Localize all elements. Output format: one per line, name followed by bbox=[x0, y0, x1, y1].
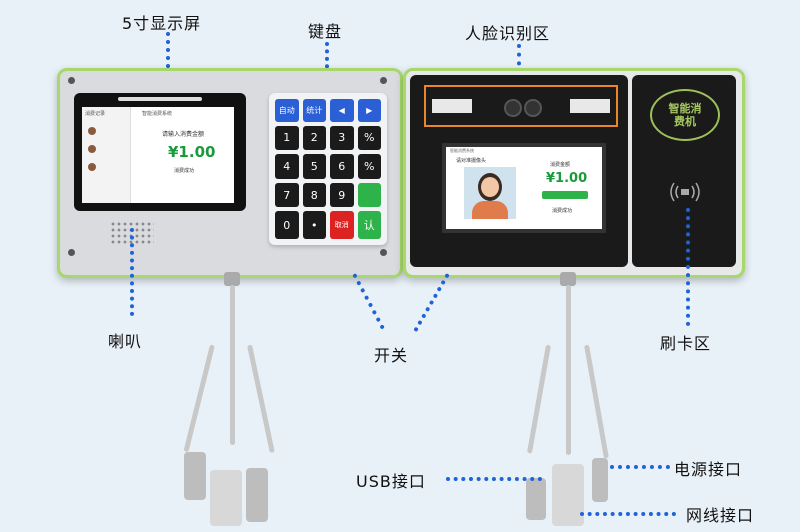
display-screen: 消费记录 智能消费系统 请输入消费金额 ¥1.00 消费成功 bbox=[74, 93, 246, 211]
key-percent[interactable]: % bbox=[357, 125, 381, 151]
card-area-label: 刷卡区 bbox=[660, 334, 712, 353]
screen-label: 5寸显示屏 bbox=[122, 14, 202, 33]
person-avatar-icon bbox=[464, 167, 516, 219]
key-stats[interactable]: 统计 bbox=[302, 99, 326, 122]
key-confirm-green[interactable] bbox=[357, 182, 381, 208]
key-2[interactable]: 2 bbox=[302, 125, 326, 151]
screw bbox=[68, 77, 75, 84]
key-7[interactable]: 7 bbox=[275, 182, 299, 208]
screw bbox=[380, 249, 387, 256]
key-percent-2[interactable]: % bbox=[357, 154, 381, 179]
network-plug bbox=[552, 464, 584, 526]
power-plug bbox=[184, 452, 206, 500]
cable bbox=[526, 344, 551, 454]
cable-hub bbox=[560, 272, 576, 286]
power-port-pointer bbox=[610, 465, 670, 469]
key-3[interactable]: 3 bbox=[330, 125, 354, 151]
key-9[interactable]: 9 bbox=[330, 182, 354, 208]
key-ok[interactable]: 认 bbox=[357, 211, 381, 239]
card-panel: 智能消费机 bbox=[632, 75, 736, 267]
record-list-title: 消费记录 bbox=[85, 111, 106, 117]
camera-lens-icon bbox=[504, 99, 522, 117]
amount-value: ¥1.00 bbox=[168, 143, 216, 161]
key-left[interactable]: ◀ bbox=[330, 99, 354, 122]
cable bbox=[230, 285, 235, 445]
cable-hub bbox=[224, 272, 240, 286]
screw bbox=[380, 77, 387, 84]
face-screen-prompt: 请对准摄像头 bbox=[456, 158, 487, 164]
key-8[interactable]: 8 bbox=[302, 182, 326, 208]
camera-window bbox=[432, 99, 472, 113]
right-device: 智能消费系统 请对准摄像头 消费金额 ¥1.00 消费成功 智能消费机 bbox=[403, 68, 745, 278]
face-area-pointer bbox=[517, 44, 521, 74]
usb-port-pointer bbox=[446, 477, 542, 481]
keypad: 自动 统计 ◀ ▶ 1 2 3 % 4 5 6 % 7 8 9 0 • 取消 认 bbox=[269, 93, 387, 245]
key-4[interactable]: 4 bbox=[275, 154, 299, 179]
switch-pointer-right bbox=[413, 273, 450, 333]
network-plug bbox=[210, 470, 242, 526]
card-area-pointer bbox=[686, 208, 690, 326]
face-recognition-box bbox=[424, 85, 618, 127]
key-6[interactable]: 6 bbox=[330, 154, 354, 179]
cable bbox=[183, 344, 215, 453]
face-screen: 智能消费系统 请对准摄像头 消费金额 ¥1.00 消费成功 bbox=[442, 143, 606, 233]
power-port-label: 电源接口 bbox=[674, 460, 743, 479]
switch-pointer-left bbox=[352, 273, 385, 330]
display-content: 消费记录 智能消费系统 请输入消费金额 ¥1.00 消费成功 bbox=[82, 107, 234, 203]
key-right[interactable]: ▶ bbox=[357, 99, 381, 122]
face-amount-value: ¥1.00 bbox=[546, 171, 588, 186]
power-plug bbox=[592, 458, 608, 502]
speaker-pointer bbox=[130, 228, 134, 316]
amount-label: 消费金额 bbox=[550, 162, 571, 168]
left-device: 消费记录 智能消费系统 请输入消费金额 ¥1.00 消费成功 自动 统计 ◀ ▶… bbox=[57, 68, 403, 278]
face-screen-header: 智能消费系统 bbox=[450, 148, 474, 153]
usb-plug bbox=[526, 478, 546, 520]
face-status: 消费成功 bbox=[552, 208, 573, 214]
amount-prompt: 请输入消费金额 bbox=[162, 131, 205, 138]
pay-bar bbox=[542, 191, 588, 199]
usb-plug bbox=[246, 468, 268, 522]
key-5[interactable]: 5 bbox=[302, 154, 326, 179]
speaker-label: 喇叭 bbox=[108, 332, 143, 351]
camera-lens-icon bbox=[524, 99, 542, 117]
network-port-label: 网线接口 bbox=[686, 506, 755, 525]
cable bbox=[247, 344, 275, 454]
key-1[interactable]: 1 bbox=[275, 125, 299, 151]
network-port-pointer bbox=[580, 512, 676, 516]
face-panel: 智能消费系统 请对准摄像头 消费金额 ¥1.00 消费成功 bbox=[410, 75, 628, 267]
screw bbox=[68, 249, 75, 256]
status-text: 消费成功 bbox=[174, 168, 195, 174]
screen-title: 智能消费系统 bbox=[142, 111, 173, 117]
keyboard-label: 键盘 bbox=[308, 22, 343, 41]
cable bbox=[566, 285, 571, 455]
switch-label: 开关 bbox=[374, 346, 409, 365]
key-auto[interactable]: 自动 bbox=[275, 99, 299, 122]
logo-text: 智能消费机 bbox=[668, 102, 702, 128]
logo: 智能消费机 bbox=[650, 89, 720, 141]
face-area-label: 人脸识别区 bbox=[465, 24, 551, 43]
camera-window bbox=[570, 99, 610, 113]
key-dot[interactable]: • bbox=[302, 211, 326, 239]
usb-port-label: USB接口 bbox=[356, 472, 426, 491]
key-cancel[interactable]: 取消 bbox=[330, 211, 354, 239]
cable bbox=[584, 344, 609, 459]
nfc-card-icon bbox=[670, 182, 700, 202]
key-0[interactable]: 0 bbox=[275, 211, 299, 239]
